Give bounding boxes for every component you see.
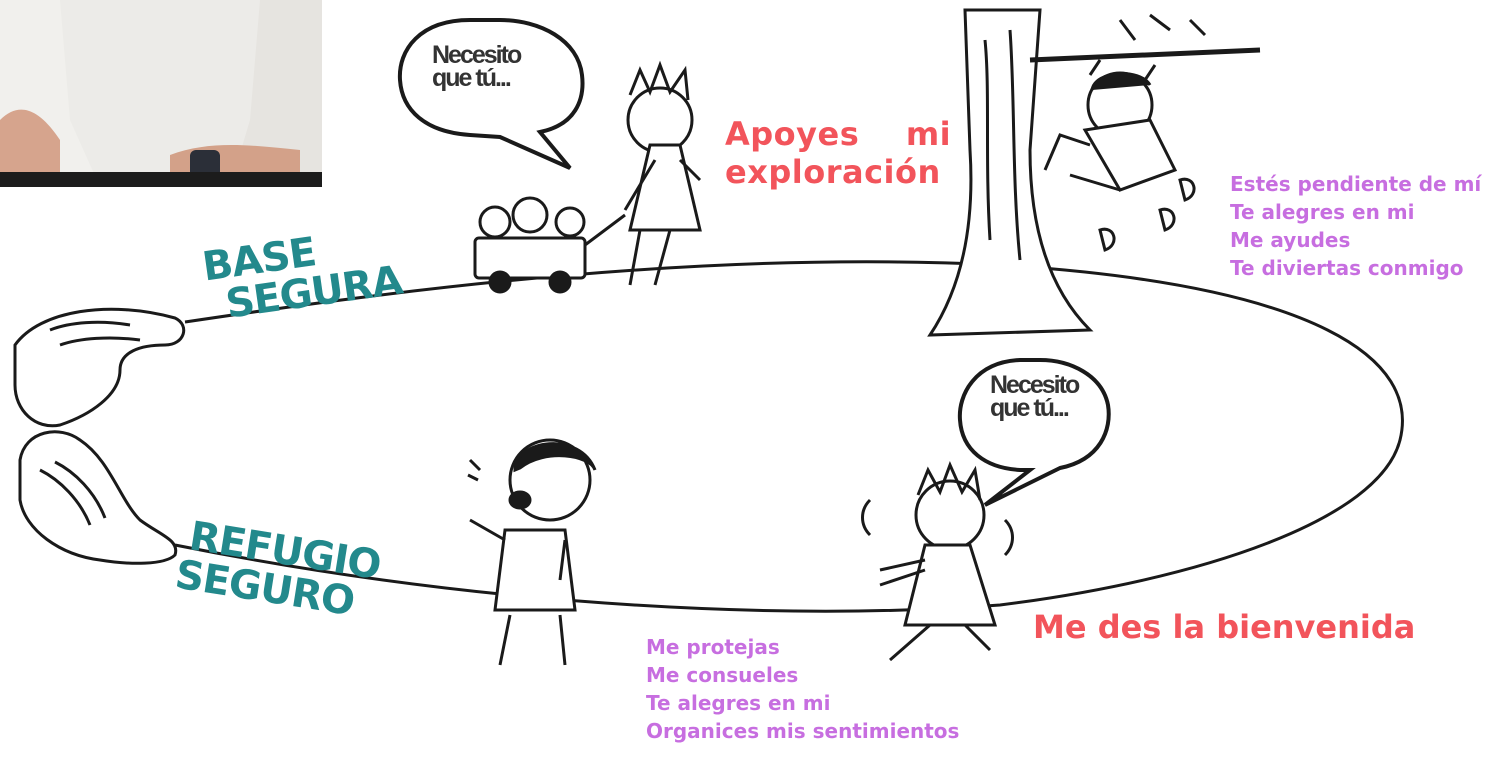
explore-label: Apoyes mi exploración <box>725 115 951 191</box>
base-need-item: Te diviertas conmigo <box>1230 256 1464 280</box>
wagon-icon <box>473 196 626 294</box>
girl-returning-figure <box>861 461 1014 662</box>
tree-icon <box>927 8 1261 337</box>
bubble-bottom-text: Necesito que tú... <box>990 371 1080 422</box>
refugio-needs-list: Me protejas Me consueles Te alegres en m… <box>646 633 959 745</box>
refugio-need-item: Te alegres en mi <box>646 691 831 715</box>
explore-label-line1: Apoyes mi <box>725 115 952 153</box>
base-need-item: Te alegres en mi <box>1230 200 1415 224</box>
top-hand-icon <box>13 307 186 428</box>
welcome-label: Me des la bienvenida <box>1033 608 1416 646</box>
base-need-item: Me ayudes <box>1230 228 1351 252</box>
crying-boy-figure <box>467 438 597 666</box>
refugio-need-item: Me protejas <box>646 635 780 659</box>
girl-exploring-figure <box>623 60 702 286</box>
security-circle-path <box>174 260 1404 613</box>
base-need-item: Estés pendiente de mí <box>1230 172 1482 196</box>
bottom-hand-icon <box>18 430 178 565</box>
explore-label-line2: exploración <box>725 153 941 191</box>
refugio-need-item: Me consueles <box>646 663 799 687</box>
speech-bubble-bottom <box>957 358 1111 507</box>
bubble-top-text: Necesito que tú... <box>432 41 522 92</box>
boy-climbing-figure <box>1043 59 1178 192</box>
video-inset <box>0 0 322 187</box>
presenter-image <box>0 0 322 187</box>
refugio-need-item: Organices mis sentimientos <box>646 719 960 743</box>
base-needs-list: Estés pendiente de mí Te alegres en mi M… <box>1230 170 1481 282</box>
speech-bubble-top <box>397 18 585 170</box>
